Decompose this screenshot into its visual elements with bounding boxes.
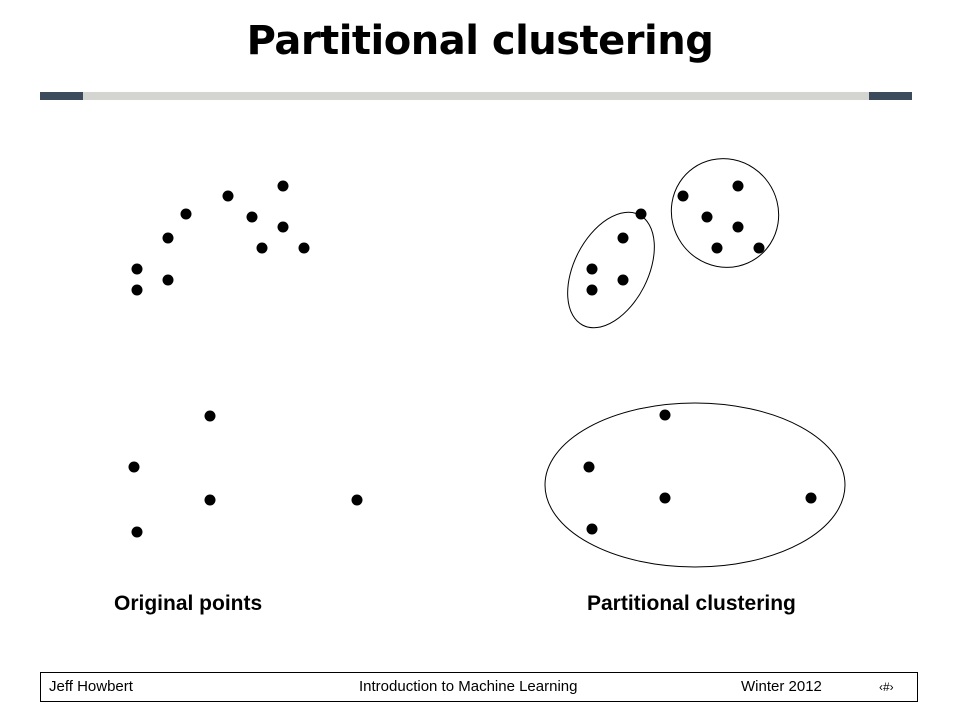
footer-page-number: ‹#› — [879, 680, 894, 694]
clustered-point — [617, 274, 629, 286]
original-point — [131, 263, 143, 275]
title-rule-left — [40, 92, 83, 100]
clustered-point — [659, 492, 671, 504]
cluster-outlines — [544, 158, 846, 568]
cluster-ellipse-left — [567, 211, 655, 329]
original-point — [162, 274, 174, 286]
clustered-point — [732, 221, 744, 233]
footer-course: Introduction to Machine Learning — [359, 678, 578, 695]
clustered-point — [711, 242, 723, 254]
original-point — [256, 242, 268, 254]
slide-footer: Jeff Howbert Introduction to Machine Lea… — [40, 672, 918, 702]
footer-author: Jeff Howbert — [49, 678, 133, 695]
original-point — [298, 242, 310, 254]
original-point — [204, 410, 216, 422]
footer-term: Winter 2012 — [741, 678, 822, 695]
original-point — [162, 232, 174, 244]
clustered-point — [586, 523, 598, 535]
original-point — [222, 190, 234, 202]
clustered-points-group — [583, 180, 817, 535]
clustered-point — [583, 461, 595, 473]
clustered-point — [617, 232, 629, 244]
clustered-point — [586, 263, 598, 275]
clustered-point — [659, 409, 671, 421]
title-rule-middle — [83, 92, 869, 100]
clustered-point — [732, 180, 744, 192]
original-point — [246, 211, 258, 223]
cluster-ellipse-bottom — [544, 402, 846, 568]
clustered-point — [753, 242, 765, 254]
clustered-point — [677, 190, 689, 202]
clustered-point — [586, 284, 598, 296]
caption-partitional-clustering: Partitional clustering — [587, 592, 796, 615]
slide-title: Partitional clustering — [246, 18, 714, 64]
original-point — [131, 526, 143, 538]
caption-original-points: Original points — [114, 592, 263, 615]
original-point — [277, 180, 289, 192]
clustered-point — [635, 208, 647, 220]
clustered-point — [701, 211, 713, 223]
original-point — [204, 494, 216, 506]
title-rule-right — [869, 92, 912, 100]
original-point — [351, 494, 363, 506]
cluster-ellipse-right — [670, 158, 780, 268]
original-point — [128, 461, 140, 473]
clustered-point — [805, 492, 817, 504]
original-points-group — [128, 180, 363, 538]
original-point — [180, 208, 192, 220]
original-point — [131, 284, 143, 296]
original-point — [277, 221, 289, 233]
